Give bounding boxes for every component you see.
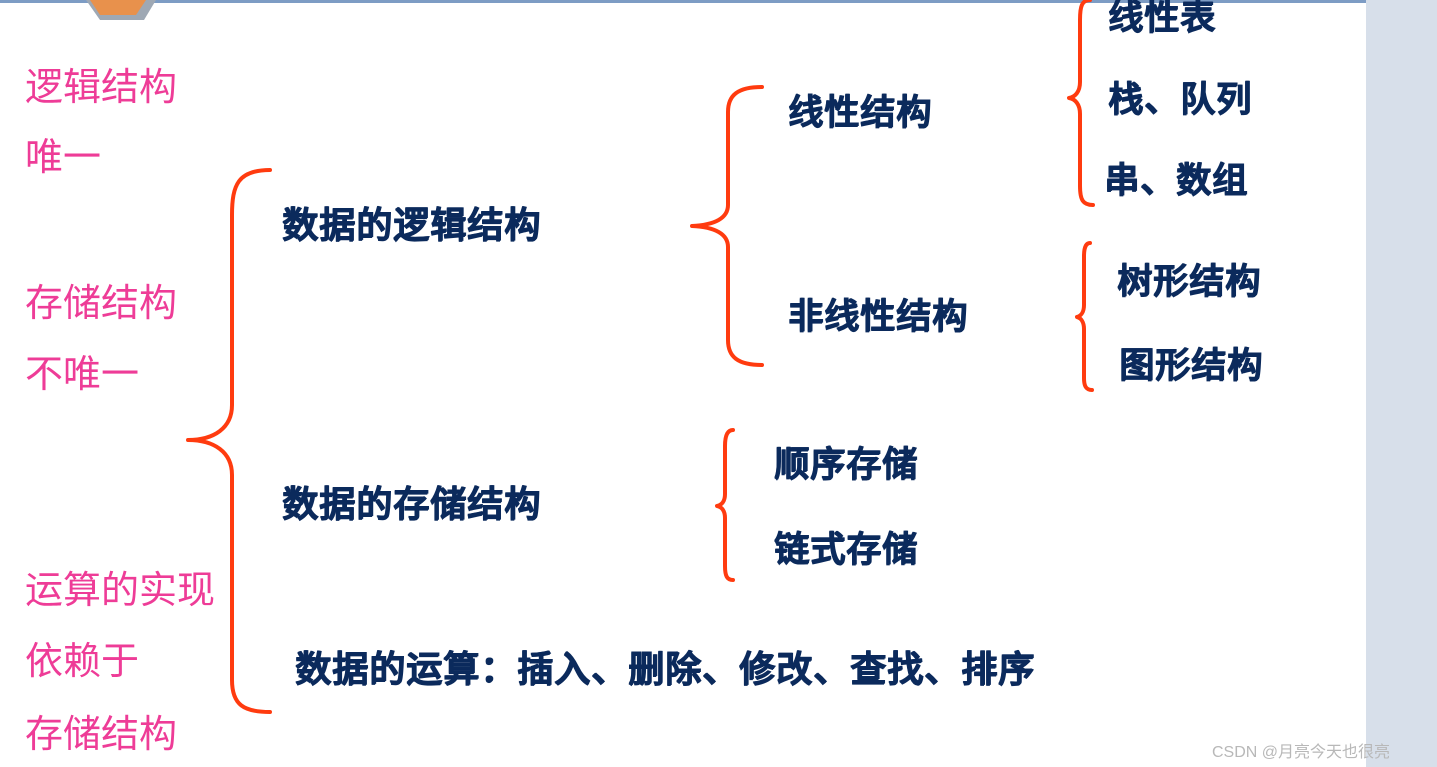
note-operation-line1: 运算的实现 [25,568,216,612]
leaf-string-array: 串、数组 [1104,161,1249,201]
nonlinear-brace [1075,241,1094,392]
leaf-sequential-storage: 顺序存储 [774,445,919,485]
note-operation-line2: 依赖于 [25,639,140,683]
note-logical-line2: 唯一 [25,135,102,179]
note-storage-line1: 存储结构 [25,281,178,325]
leaf-linear-list: 线性表 [1108,0,1217,38]
leaf-stack-queue: 栈、队列 [1108,80,1253,120]
linear-brace [1067,0,1095,207]
node-linear-structure: 线性结构 [788,93,933,133]
right-side-panel [1366,0,1437,767]
note-storage-line2: 不唯一 [25,352,140,396]
leaf-linked-storage: 链式存储 [774,530,919,570]
main-brace [186,168,272,714]
node-logical-structure: 数据的逻辑结构 [282,205,542,246]
note-operation-line3: 存储结构 [25,712,178,756]
leaf-graph-structure: 图形结构 [1119,346,1264,386]
note-logical-line1: 逻辑结构 [25,65,178,109]
node-storage-structure: 数据的存储结构 [282,484,542,525]
logical-brace [690,85,764,367]
hexagon-logo-icon [86,0,156,20]
storage-brace [715,428,735,582]
top-frame-line [0,0,1437,3]
node-nonlinear-structure: 非线性结构 [788,297,969,337]
leaf-tree-structure: 树形结构 [1117,262,1262,302]
watermark-text: CSDN @月亮今天也很亮 [1212,744,1391,761]
node-operations: 数据的运算：插入、删除、修改、查找、排序 [295,649,1036,690]
